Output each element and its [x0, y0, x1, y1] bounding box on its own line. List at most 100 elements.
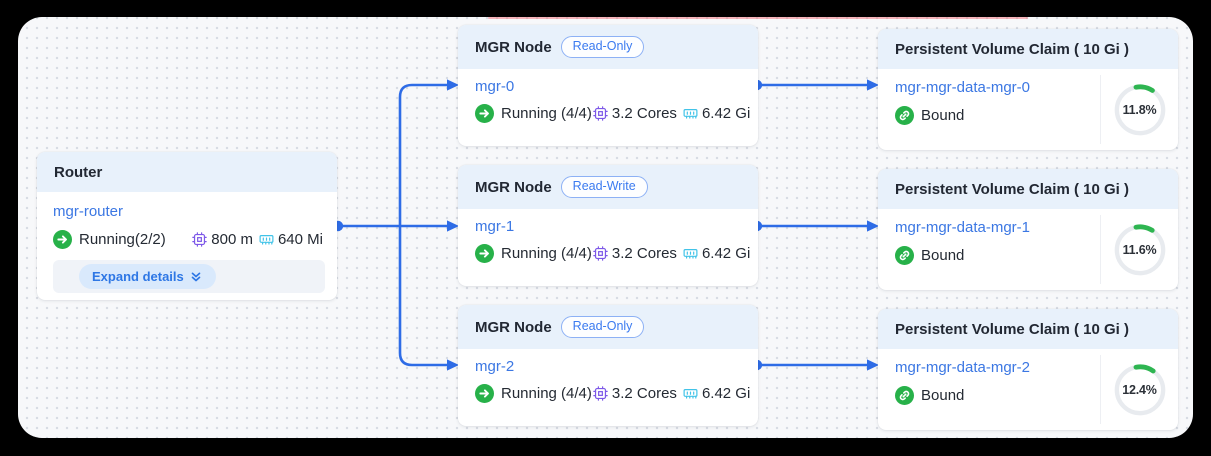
pvc-card-title: Persistent Volume Claim ( 10 Gi ) [895, 40, 1129, 58]
pvc-card-header: Persistent Volume Claim ( 10 Gi ) [878, 29, 1178, 69]
double-chevron-down-icon [189, 270, 203, 284]
mgr-cpu-value: 3.2 Cores [611, 105, 677, 122]
router-status-row: Running(2/2) 800 m 640 Mi [53, 230, 325, 249]
expand-details-label: Expand details [92, 268, 184, 284]
bound-status-icon [895, 246, 914, 265]
mgr-memory-value: 6.42 Gi [701, 105, 751, 122]
bound-status-icon [895, 106, 914, 125]
mgr-cpu-value: 3.2 Cores [611, 245, 677, 262]
usage-percent-label: 11.8% [1122, 102, 1157, 117]
mgr-card-body: mgr-0 Running (4/4) 3.2 Cores 6 [458, 69, 758, 123]
read-only-badge: Read-Only [560, 315, 645, 339]
router-card-body: mgr-router Running(2/2) 800 m 6 [37, 192, 337, 293]
mgr-0-name-link[interactable]: mgr-0 [475, 78, 515, 95]
mgr-resources: 3.2 Cores 6.42 Gi [592, 245, 752, 262]
mgr-card-body: mgr-1 Running (4/4) 3.2 Cores 6 [458, 209, 758, 263]
mgr-memory-value: 6.42 Gi [701, 245, 751, 262]
router-memory-value: 640 Mi [277, 231, 323, 248]
mgr-2-name-link[interactable]: mgr-2 [475, 358, 515, 375]
pvc-0-name-link[interactable]: mgr-mgr-data-mgr-0 [895, 79, 1031, 96]
memory-icon [258, 231, 275, 248]
pvc-status-text: Bound [921, 247, 965, 264]
router-card-header: Router [37, 152, 337, 192]
router-cpu-value: 800 m [211, 231, 253, 248]
pvc-1-name-link[interactable]: mgr-mgr-data-mgr-1 [895, 219, 1031, 236]
memory-icon [682, 245, 699, 262]
running-status-icon [475, 104, 494, 123]
pvc-info: mgr-mgr-data-mgr-0 Bound [878, 69, 1100, 150]
cpu-icon [592, 245, 609, 262]
pvc-card-header: Persistent Volume Claim ( 10 Gi ) [878, 169, 1178, 209]
expand-details-bar: Expand details [53, 260, 325, 293]
mgr-node-card-1[interactable]: MGR Node Read-Write mgr-1 Running (4/4) … [458, 165, 758, 286]
mgr-node-card-0[interactable]: MGR Node Read-Only mgr-0 Running (4/4) 3… [458, 25, 758, 146]
pvc-info: mgr-mgr-data-mgr-1 Bound [878, 209, 1100, 290]
pvc-card-header: Persistent Volume Claim ( 10 Gi ) [878, 309, 1178, 349]
router-card-title: Router [54, 163, 103, 181]
usage-donut: 11.6% [1113, 223, 1167, 277]
router-name-link[interactable]: mgr-router [53, 203, 124, 220]
mgr-node-card-2[interactable]: MGR Node Read-Only mgr-2 Running (4/4) 3… [458, 305, 758, 426]
pvc-status: Bound [895, 246, 964, 265]
mgr-status: Running (4/4) [475, 384, 592, 403]
mgr-cpu-value: 3.2 Cores [611, 385, 677, 402]
mgr-card-title: MGR Node [475, 38, 552, 56]
pvc-info: mgr-mgr-data-mgr-2 Bound [878, 349, 1100, 430]
pvc-usage: 12.4% [1101, 349, 1178, 430]
mgr-card-header: MGR Node Read-Only [458, 305, 758, 349]
usage-donut: 12.4% [1113, 363, 1167, 417]
running-status-icon [475, 244, 494, 263]
memory-icon [682, 385, 699, 402]
top-accent-line [488, 17, 1028, 19]
mgr-resources: 3.2 Cores 6.42 Gi [592, 105, 752, 122]
mgr-status-row: Running (4/4) 3.2 Cores 6.42 Gi [475, 384, 750, 403]
pvc-card-1[interactable]: Persistent Volume Claim ( 10 Gi ) mgr-mg… [878, 169, 1178, 290]
mgr-1-name-link[interactable]: mgr-1 [475, 218, 515, 235]
edge-router-mgr-0 [398, 83, 447, 226]
cpu-icon [592, 105, 609, 122]
running-status-icon [475, 384, 494, 403]
router-resources: 800 m 640 Mi [191, 231, 325, 248]
pvc-card-title: Persistent Volume Claim ( 10 Gi ) [895, 320, 1129, 338]
cpu-icon [592, 385, 609, 402]
mgr-status-row: Running (4/4) 3.2 Cores 6.42 Gi [475, 104, 750, 123]
pvc-card-body: mgr-mgr-data-mgr-2 Bound 12.4% [878, 349, 1178, 430]
read-only-badge: Read-Only [560, 35, 645, 59]
router-status: Running(2/2) [53, 230, 166, 249]
mgr-card-header: MGR Node Read-Only [458, 25, 758, 69]
running-status-icon [53, 230, 72, 249]
router-card[interactable]: Router mgr-router Running(2/2) 800 m [37, 152, 337, 300]
mgr-status: Running (4/4) [475, 244, 592, 263]
pvc-card-body: mgr-mgr-data-mgr-0 Bound 11.8% [878, 69, 1178, 150]
pvc-usage: 11.6% [1101, 209, 1178, 290]
pvc-usage: 11.8% [1101, 69, 1178, 150]
memory-icon [682, 105, 699, 122]
usage-percent-label: 11.6% [1122, 242, 1157, 257]
pvc-card-0[interactable]: Persistent Volume Claim ( 10 Gi ) mgr-mg… [878, 29, 1178, 150]
mgr-memory-value: 6.42 Gi [701, 385, 751, 402]
mgr-status-text: Running (4/4) [501, 385, 592, 402]
divider [1100, 75, 1101, 144]
mgr-status-row: Running (4/4) 3.2 Cores 6.42 Gi [475, 244, 750, 263]
pvc-2-name-link[interactable]: mgr-mgr-data-mgr-2 [895, 359, 1031, 376]
divider [1100, 355, 1101, 424]
pvc-card-title: Persistent Volume Claim ( 10 Gi ) [895, 180, 1129, 198]
cpu-icon [191, 231, 208, 248]
usage-percent-label: 12.4% [1122, 382, 1157, 397]
pvc-status-text: Bound [921, 387, 965, 404]
mgr-status: Running (4/4) [475, 104, 592, 123]
mgr-card-title: MGR Node [475, 318, 552, 336]
mgr-card-body: mgr-2 Running (4/4) 3.2 Cores 6 [458, 349, 758, 403]
divider [1100, 215, 1101, 284]
expand-details-button[interactable]: Expand details [79, 263, 216, 290]
router-status-text: Running(2/2) [79, 231, 166, 248]
pvc-card-2[interactable]: Persistent Volume Claim ( 10 Gi ) mgr-mg… [878, 309, 1178, 430]
pvc-status: Bound [895, 386, 964, 405]
read-write-badge: Read-Write [560, 175, 648, 199]
pvc-status: Bound [895, 106, 964, 125]
topology-canvas: Router mgr-router Running(2/2) 800 m [18, 17, 1193, 438]
edge-router-mgr-2 [398, 226, 447, 367]
pvc-status-text: Bound [921, 107, 965, 124]
mgr-card-header: MGR Node Read-Write [458, 165, 758, 209]
usage-donut: 11.8% [1113, 83, 1167, 137]
